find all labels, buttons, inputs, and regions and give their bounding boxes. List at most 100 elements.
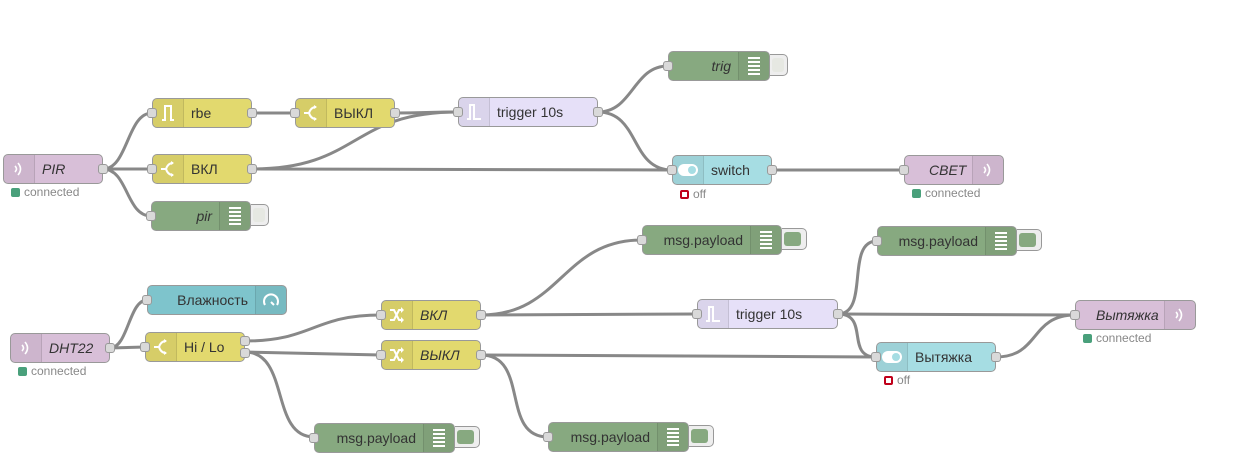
wire-vkl-trigger2 bbox=[480, 312, 698, 317]
input-port[interactable] bbox=[142, 295, 152, 305]
input-port[interactable] bbox=[290, 108, 300, 118]
input-port[interactable] bbox=[309, 433, 319, 443]
output-port-2[interactable] bbox=[240, 348, 250, 358]
status-connected: connected bbox=[18, 364, 86, 378]
node-trigger-top[interactable]: trigger 10s bbox=[453, 97, 603, 127]
node-pir-mqtt-in[interactable]: PIR bbox=[3, 154, 108, 184]
node-label: msg.payload bbox=[336, 430, 416, 446]
node-label: ВЫКЛ bbox=[420, 347, 460, 363]
input-port[interactable] bbox=[871, 352, 881, 362]
toggle-icon bbox=[673, 156, 704, 184]
debug-toggle-button[interactable] bbox=[455, 426, 480, 448]
input-port[interactable] bbox=[147, 108, 157, 118]
output-port[interactable] bbox=[390, 108, 400, 118]
node-humidity-gauge[interactable]: Влажность bbox=[142, 285, 287, 315]
status-text: connected bbox=[31, 364, 87, 378]
wire-vkl-trigger bbox=[251, 110, 459, 171]
debug-toggle-inner bbox=[784, 232, 801, 246]
node-debug-msg-payload[interactable]: msg.payload bbox=[637, 225, 782, 255]
shuffle-icon bbox=[382, 301, 413, 329]
output-port[interactable] bbox=[593, 107, 603, 117]
node-label: ВКЛ bbox=[420, 307, 448, 323]
input-port[interactable] bbox=[692, 309, 702, 319]
debug-icon bbox=[985, 227, 1016, 255]
debug-toggle-inner bbox=[772, 58, 784, 72]
node-vkl-change[interactable]: ВКЛ bbox=[376, 300, 486, 330]
status-ring-icon bbox=[884, 376, 893, 385]
node-switch-dashboard[interactable]: switch bbox=[667, 155, 777, 185]
output-port[interactable] bbox=[991, 352, 1001, 362]
node-label: Вытяжка bbox=[1096, 307, 1159, 323]
input-port[interactable] bbox=[543, 432, 553, 442]
wire-trigger2-switch2 bbox=[837, 312, 877, 359]
debug-toggle-button[interactable] bbox=[1017, 229, 1042, 251]
input-port[interactable] bbox=[146, 211, 156, 221]
debug-icon bbox=[423, 424, 454, 452]
wire-dht-hilo bbox=[109, 345, 146, 350]
output-port[interactable] bbox=[247, 164, 257, 174]
status-ring-icon bbox=[680, 190, 689, 199]
node-hilo-switch[interactable]: Hi / Lo bbox=[140, 332, 250, 362]
input-port[interactable] bbox=[899, 165, 909, 175]
wire-pir-rbe bbox=[102, 111, 153, 171]
switch-icon bbox=[146, 333, 177, 361]
output-port[interactable] bbox=[105, 343, 115, 353]
node-debug-msg-payload[interactable]: msg.payload bbox=[872, 226, 1017, 256]
rbe-icon bbox=[153, 99, 184, 127]
node-label: pir bbox=[196, 208, 212, 224]
node-dht22-mqtt-in[interactable]: DHT22 bbox=[10, 333, 115, 363]
node-svet-mqtt-out[interactable]: СВЕТ bbox=[899, 155, 1004, 185]
node-vytyazhka-switch[interactable]: Вытяжка bbox=[871, 342, 1001, 372]
output-port[interactable] bbox=[833, 309, 843, 319]
input-port[interactable] bbox=[453, 107, 463, 117]
input-port[interactable] bbox=[376, 310, 386, 320]
output-port[interactable] bbox=[476, 350, 486, 360]
input-port[interactable] bbox=[872, 236, 882, 246]
status-dot-icon bbox=[18, 367, 27, 376]
debug-toggle-button[interactable] bbox=[689, 425, 714, 447]
debug-toggle-inner bbox=[253, 208, 265, 222]
debug-icon bbox=[219, 202, 250, 230]
debug-toggle-button[interactable] bbox=[770, 54, 788, 76]
debug-toggle-button[interactable] bbox=[251, 204, 269, 226]
input-port[interactable] bbox=[1070, 310, 1080, 320]
input-port[interactable] bbox=[376, 350, 386, 360]
status-text: off bbox=[897, 373, 911, 387]
debug-icon bbox=[750, 226, 781, 254]
node-debug-msg-payload[interactable]: msg.payload bbox=[309, 423, 455, 453]
node-vkl-switch[interactable]: ВКЛ bbox=[147, 154, 257, 184]
debug-toggle-button[interactable] bbox=[782, 228, 807, 250]
input-port[interactable] bbox=[140, 342, 150, 352]
wire-trigger-trig bbox=[597, 64, 669, 114]
status-connected: connected bbox=[1083, 331, 1151, 345]
shuffle-icon bbox=[382, 341, 413, 369]
node-trig-debug[interactable]: trig bbox=[663, 51, 770, 81]
output-port[interactable] bbox=[247, 108, 257, 118]
node-trigger-bottom[interactable]: trigger 10s bbox=[692, 299, 843, 329]
switch-icon bbox=[296, 99, 327, 127]
input-port[interactable] bbox=[663, 61, 673, 71]
node-vykl-switch[interactable]: ВЫКЛ bbox=[290, 98, 400, 128]
node-label: ВКЛ bbox=[191, 161, 218, 177]
output-port[interactable] bbox=[476, 310, 486, 320]
input-port[interactable] bbox=[147, 164, 157, 174]
input-port[interactable] bbox=[667, 165, 677, 175]
output-port-1[interactable] bbox=[240, 336, 250, 346]
node-pir-debug[interactable]: pir bbox=[146, 201, 251, 231]
status-text: connected bbox=[24, 185, 80, 199]
status-connected: connected bbox=[11, 185, 79, 199]
status-dot-icon bbox=[912, 189, 921, 198]
node-vytyazhka-mqtt-out[interactable]: Вытяжка bbox=[1070, 300, 1196, 330]
output-port[interactable] bbox=[98, 164, 108, 174]
node-vykl-change[interactable]: ВЫКЛ bbox=[376, 340, 486, 370]
mqtt-out-icon bbox=[1164, 301, 1195, 329]
node-label: DHT22 bbox=[49, 340, 94, 356]
output-port[interactable] bbox=[767, 165, 777, 175]
node-label: rbe bbox=[191, 105, 212, 121]
input-port[interactable] bbox=[637, 235, 647, 245]
wire-vykl-debug2 bbox=[480, 353, 549, 439]
toggle-icon bbox=[877, 343, 908, 371]
node-debug-msg-payload[interactable]: msg.payload bbox=[543, 422, 689, 452]
status-connected: connected bbox=[912, 186, 980, 200]
node-rbe[interactable]: rbe bbox=[147, 98, 257, 128]
